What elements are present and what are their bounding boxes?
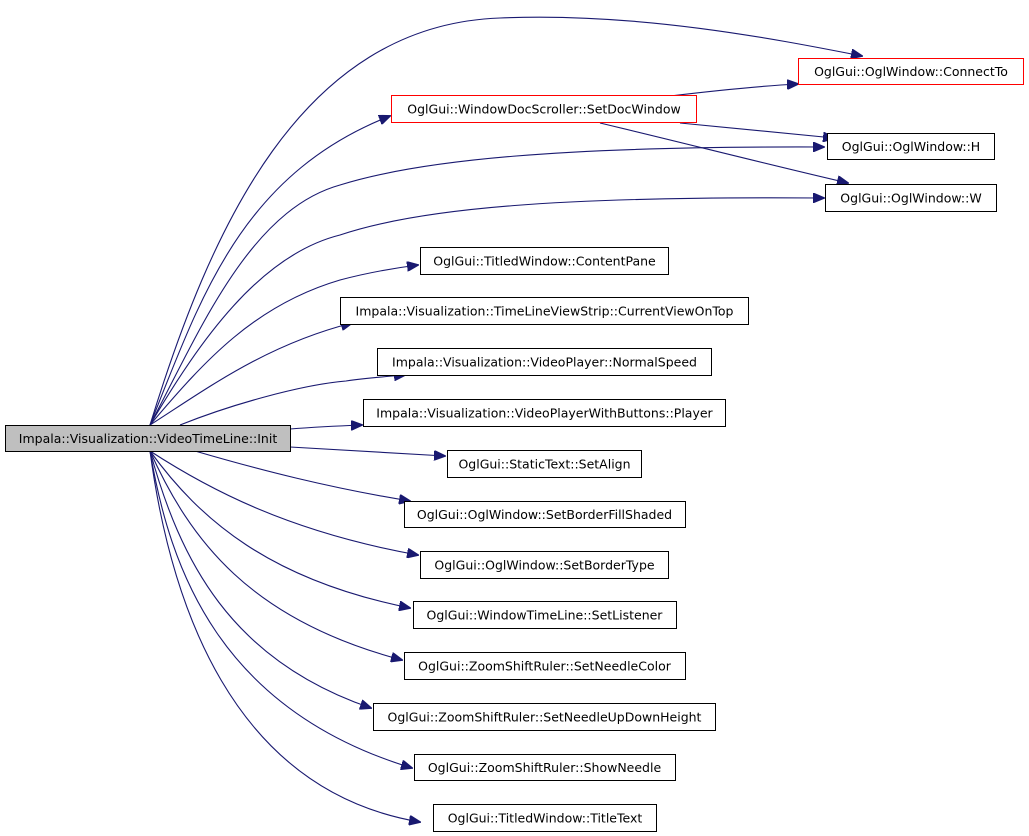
node-label: OglGui::ZoomShiftRuler::SetNeedleUpDownH…: [388, 710, 702, 725]
edge-init-to-player: [289, 425, 362, 429]
node-show-needle[interactable]: OglGui::ZoomShiftRuler::ShowNeedle: [414, 754, 676, 781]
node-label: OglGui::TitledWindow::ContentPane: [433, 254, 656, 269]
edge-init-to-connect-to: [149, 16, 862, 426]
node-label: OglGui::OglWindow::H: [842, 139, 980, 154]
node-label: OglGui::OglWindow::SetBorderType: [434, 558, 654, 573]
call-edges: [149, 16, 862, 822]
node-label: Impala::Visualization::VideoPlayerWithBu…: [376, 406, 713, 421]
edge-init-to-w: [149, 198, 824, 426]
node-connect-to[interactable]: OglGui::OglWindow::ConnectTo: [798, 58, 1024, 85]
node-set-border-type[interactable]: OglGui::OglWindow::SetBorderType: [420, 551, 669, 579]
edge-init-to-title-text: [149, 450, 420, 822]
edge-init-to-set-border-fill-shaded: [194, 450, 410, 501]
node-label: OglGui::OglWindow::ConnectTo: [814, 64, 1008, 79]
node-label: OglGui::OglWindow::W: [840, 191, 981, 206]
node-label: OglGui::StaticText::SetAlign: [458, 457, 630, 472]
edge-init-to-set-listener: [149, 450, 410, 608]
node-label: Impala::Visualization::VideoTimeLine::In…: [19, 431, 278, 446]
node-label: OglGui::WindowDocScroller::SetDocWindow: [407, 102, 680, 117]
node-title-text[interactable]: OglGui::TitledWindow::TitleText: [433, 804, 657, 832]
node-set-needle-color[interactable]: OglGui::ZoomShiftRuler::SetNeedleColor: [404, 652, 686, 680]
node-set-align[interactable]: OglGui::StaticText::SetAlign: [447, 450, 642, 478]
node-content-pane[interactable]: OglGui::TitledWindow::ContentPane: [420, 247, 669, 275]
node-set-needle-up-down-height[interactable]: OglGui::ZoomShiftRuler::SetNeedleUpDownH…: [373, 703, 716, 731]
node-normal-speed[interactable]: Impala::Visualization::VideoPlayer::Norm…: [377, 348, 712, 376]
node-label: OglGui::ZoomShiftRuler::SetNeedleColor: [418, 659, 672, 674]
node-label: OglGui::WindowTimeLine::SetListener: [427, 608, 664, 623]
node-label: OglGui::TitledWindow::TitleText: [448, 811, 643, 826]
node-h[interactable]: OglGui::OglWindow::H: [827, 133, 995, 160]
edge-init-to-show-needle: [149, 450, 412, 768]
node-root-video-time-line-init[interactable]: Impala::Visualization::VideoTimeLine::In…: [5, 425, 291, 452]
edge-init-to-current-view-on-top: [149, 323, 352, 426]
edge-init-to-set-border-type: [149, 450, 418, 555]
node-player[interactable]: Impala::Visualization::VideoPlayerWithBu…: [363, 399, 726, 427]
node-label: OglGui::ZoomShiftRuler::ShowNeedle: [428, 760, 662, 775]
node-set-border-fill-shaded[interactable]: OglGui::OglWindow::SetBorderFillShaded: [404, 501, 686, 528]
edge-set-doc-window-to-connect-to: [669, 84, 798, 97]
node-label: Impala::Visualization::VideoPlayer::Norm…: [392, 355, 697, 370]
edge-init-to-h: [149, 147, 824, 426]
node-set-listener[interactable]: OglGui::WindowTimeLine::SetListener: [413, 601, 677, 629]
function-nodes: Impala::Visualization::VideoTimeLine::In…: [5, 58, 1024, 832]
edge-set-doc-window-to-w: [599, 122, 848, 183]
edge-init-to-set-needle-color: [149, 450, 402, 660]
node-current-view-on-top[interactable]: Impala::Visualization::TimeLineViewStrip…: [340, 297, 749, 325]
edge-init-to-normal-speed: [179, 375, 405, 426]
edge-init-to-set-needle-up-down-height: [149, 450, 371, 708]
node-label: Impala::Visualization::TimeLineViewStrip…: [356, 304, 734, 319]
node-set-doc-window[interactable]: OglGui::WindowDocScroller::SetDocWindow: [391, 95, 697, 123]
edge-init-to-set-align: [289, 446, 445, 456]
node-w[interactable]: OglGui::OglWindow::W: [825, 184, 997, 212]
edge-set-doc-window-to-h: [679, 122, 834, 138]
edge-init-to-set-doc-window: [149, 116, 390, 426]
node-label: OglGui::OglWindow::SetBorderFillShaded: [417, 507, 672, 522]
edge-init-to-content-pane: [149, 265, 418, 426]
